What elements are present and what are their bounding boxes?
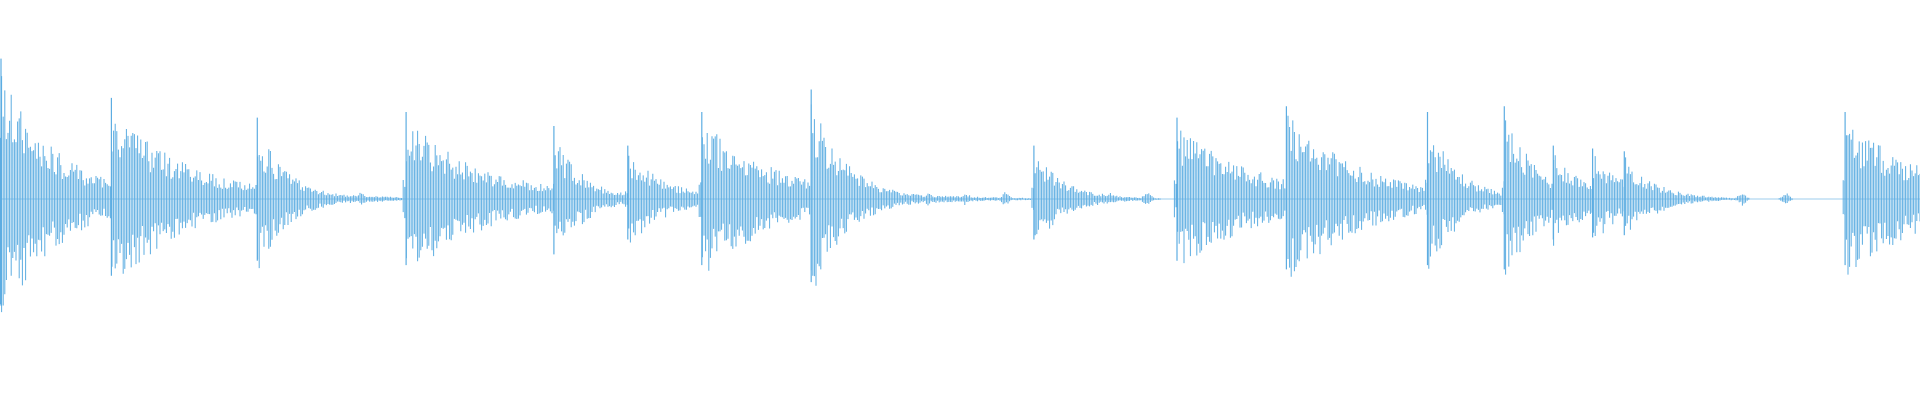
waveform-samples	[0, 58, 1920, 313]
waveform-path	[0, 76, 1920, 313]
